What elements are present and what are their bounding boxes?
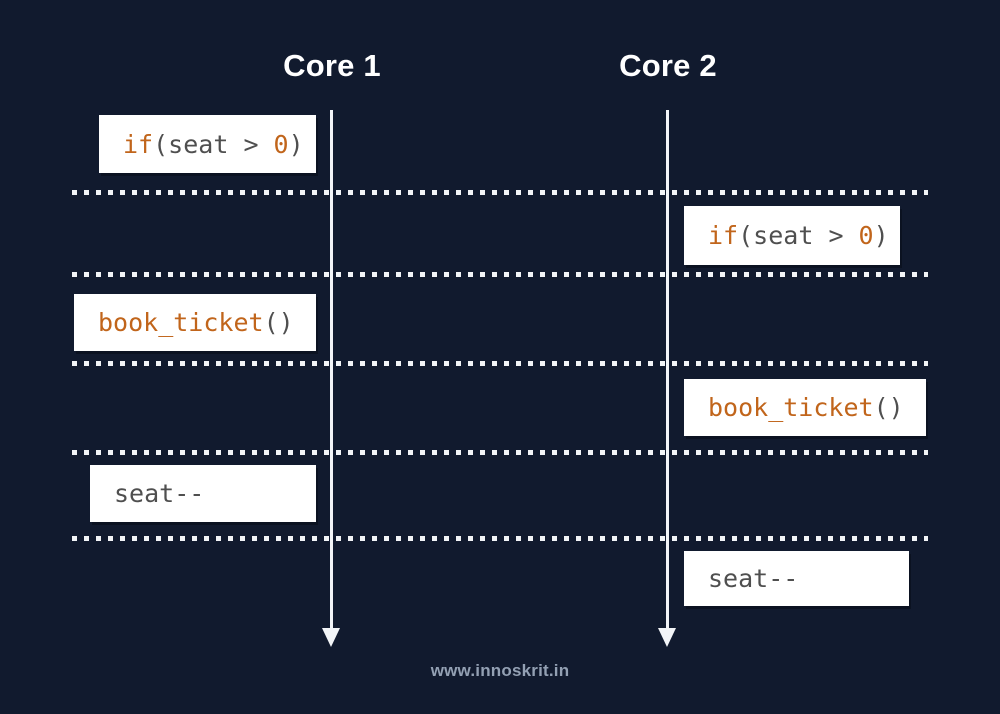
column-title-core-1: Core 1: [283, 48, 381, 83]
code-token-kw: if: [123, 129, 154, 159]
lifeline-arrow-core-2-icon: [658, 628, 676, 647]
lifeline-core-2: [666, 110, 669, 628]
code-token-fn: book_ticket: [708, 393, 874, 422]
code-text: seat--: [114, 481, 204, 506]
code-box-core2-seat: seat--: [684, 551, 909, 606]
code-text: if(seat > 0): [708, 223, 889, 248]
code-text: book_ticket(): [708, 395, 904, 420]
code-box-core1-seat: seat--: [90, 465, 316, 522]
divider-4: [72, 450, 928, 455]
code-token-var: seat: [168, 129, 229, 159]
code-token-pun: (): [873, 393, 904, 422]
code-token-fn: book_ticket: [98, 308, 264, 337]
divider-5: [72, 536, 928, 541]
code-token-pun: (: [738, 221, 754, 250]
code-text: seat--: [708, 566, 798, 591]
code-token-pun: >: [228, 129, 274, 159]
divider-2: [72, 272, 928, 277]
code-token-pun: (): [263, 308, 294, 337]
code-token-pun: >: [813, 221, 859, 250]
footer-watermark: www.innoskrit.in: [430, 661, 570, 680]
column-title-core-2: Core 2: [619, 48, 717, 83]
code-token-num: 0: [273, 129, 289, 159]
code-box-core1-book: book_ticket(): [74, 294, 316, 351]
code-token-plain: seat--: [114, 479, 205, 508]
code-token-pun: ): [873, 221, 889, 250]
code-token-pun: (: [153, 129, 169, 159]
code-token-pun: ): [288, 129, 304, 159]
code-token-plain: seat--: [708, 564, 799, 593]
code-token-kw: if: [708, 221, 739, 250]
lifeline-arrow-core-1-icon: [322, 628, 340, 647]
divider-3: [72, 361, 928, 366]
code-box-core2-book: book_ticket(): [684, 379, 926, 436]
lifeline-core-1: [330, 110, 333, 628]
divider-1: [72, 190, 928, 195]
code-token-num: 0: [858, 221, 874, 250]
code-text: if(seat > 0): [123, 132, 304, 157]
code-token-var: seat: [753, 221, 814, 250]
code-text: book_ticket(): [98, 310, 294, 335]
code-box-core1-if: if(seat > 0): [99, 115, 316, 173]
code-box-core2-if: if(seat > 0): [684, 206, 900, 265]
